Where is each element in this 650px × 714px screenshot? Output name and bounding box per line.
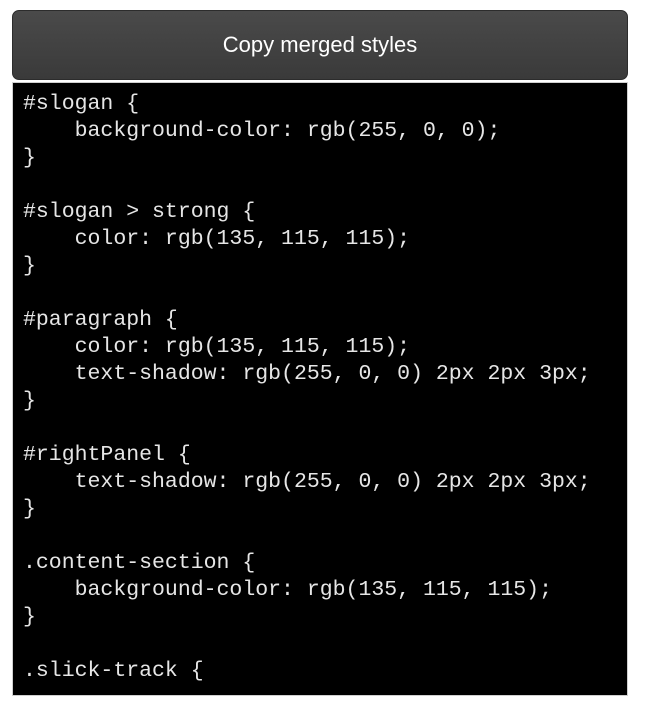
code-line: text-shadow: rgb(255, 0, 0) 2px 2px 3px;	[23, 470, 591, 494]
code-line: color: rgb(135, 115, 115);	[23, 335, 411, 359]
code-line: #slogan > strong {	[23, 200, 256, 224]
code-line: #slogan {	[23, 92, 140, 116]
code-line: }	[23, 146, 36, 170]
code-line	[23, 172, 627, 199]
code-line	[23, 631, 627, 658]
code-line: }	[23, 254, 36, 278]
merged-styles-code-panel[interactable]: #slogan { background-color: rgb(255, 0, …	[12, 82, 628, 696]
code-line: #paragraph {	[23, 308, 178, 332]
code-line: color: rgb(135, 115, 115);	[23, 227, 411, 251]
code-line: }	[23, 497, 36, 521]
code-line: #rightPanel {	[23, 443, 191, 467]
code-line	[23, 523, 627, 550]
code-line: }	[23, 389, 36, 413]
code-line: text-shadow: rgb(255, 0, 0) 2px 2px 3px;	[23, 362, 591, 386]
code-line: background-color: rgb(255, 0, 0);	[23, 119, 501, 143]
code-line: .slick-track {	[23, 659, 204, 683]
code-block: #slogan { background-color: rgb(255, 0, …	[13, 83, 627, 685]
copy-merged-styles-label: Copy merged styles	[222, 32, 418, 57]
code-line: .content-section {	[23, 551, 256, 575]
code-line: background-color: rgb(135, 115, 115);	[23, 578, 552, 602]
code-line	[23, 415, 627, 442]
copy-merged-styles-button[interactable]: Copy merged styles	[12, 10, 628, 80]
code-line: }	[23, 605, 36, 629]
code-line	[23, 280, 627, 307]
